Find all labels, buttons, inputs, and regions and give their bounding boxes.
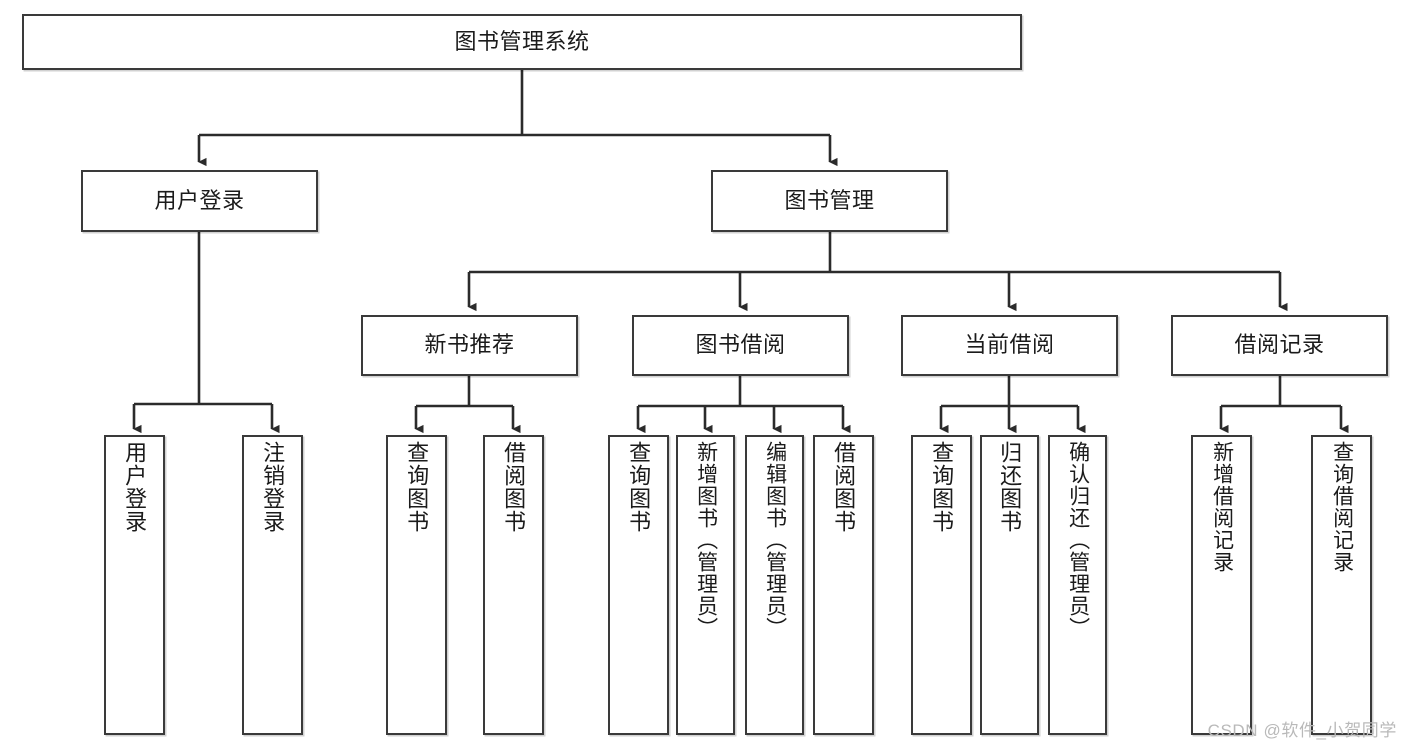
node-book-borrow[interactable]: 图书借阅 bbox=[632, 315, 849, 376]
watermark: CSDN @软件_小贺同学 bbox=[1207, 721, 1397, 740]
node-leaf-label: 新增图书（管理员） bbox=[694, 441, 718, 639]
node-book-manage-label: 图书管理 bbox=[784, 187, 875, 213]
node-leaf-label: 查询图书 bbox=[929, 441, 955, 533]
node-leaf-currentborrow-confirm[interactable]: 确认归还（管理员） bbox=[1048, 435, 1107, 735]
node-leaf-currentborrow-query[interactable]: 查询图书 bbox=[911, 435, 972, 735]
node-borrow-record[interactable]: 借阅记录 bbox=[1171, 315, 1388, 376]
node-root[interactable]: 图书管理系统 bbox=[22, 14, 1022, 70]
node-leaf-label: 注销登录 bbox=[260, 441, 286, 533]
node-leaf-label: 借阅图书 bbox=[831, 441, 857, 533]
node-leaf-newbook-borrow[interactable]: 借阅图书 bbox=[483, 435, 544, 735]
node-new-book-recommend-label: 新书推荐 bbox=[424, 332, 515, 358]
node-leaf-user-login-signin[interactable]: 用户登录 bbox=[104, 435, 165, 735]
node-root-label: 图书管理系统 bbox=[454, 28, 590, 54]
node-book-manage[interactable]: 图书管理 bbox=[711, 170, 948, 232]
node-leaf-label: 查询借阅记录 bbox=[1330, 441, 1354, 573]
node-user-login[interactable]: 用户登录 bbox=[81, 170, 318, 232]
node-current-borrow[interactable]: 当前借阅 bbox=[901, 315, 1118, 376]
node-leaf-label: 查询图书 bbox=[404, 441, 430, 533]
node-leaf-label: 新增借阅记录 bbox=[1210, 441, 1234, 573]
node-leaf-borrowrecord-query[interactable]: 查询借阅记录 bbox=[1311, 435, 1372, 735]
node-leaf-label: 用户登录 bbox=[122, 441, 148, 533]
node-leaf-label: 归还图书 bbox=[997, 441, 1023, 533]
node-new-book-recommend[interactable]: 新书推荐 bbox=[361, 315, 578, 376]
node-leaf-bookborrow-borrow[interactable]: 借阅图书 bbox=[813, 435, 874, 735]
node-leaf-currentborrow-return[interactable]: 归还图书 bbox=[980, 435, 1039, 735]
node-user-login-label: 用户登录 bbox=[154, 187, 245, 213]
node-leaf-bookborrow-edit[interactable]: 编辑图书（管理员） bbox=[745, 435, 804, 735]
node-borrow-record-label: 借阅记录 bbox=[1234, 332, 1325, 358]
node-book-borrow-label: 图书借阅 bbox=[695, 332, 786, 358]
node-leaf-borrowrecord-add[interactable]: 新增借阅记录 bbox=[1191, 435, 1252, 735]
node-leaf-bookborrow-query[interactable]: 查询图书 bbox=[608, 435, 669, 735]
node-leaf-label: 查询图书 bbox=[626, 441, 652, 533]
node-leaf-label: 确认归还（管理员） bbox=[1066, 441, 1090, 639]
node-current-borrow-label: 当前借阅 bbox=[964, 332, 1055, 358]
node-leaf-label: 编辑图书（管理员） bbox=[763, 441, 787, 639]
node-leaf-label: 借阅图书 bbox=[501, 441, 527, 533]
node-leaf-user-login-signout[interactable]: 注销登录 bbox=[242, 435, 303, 735]
node-leaf-newbook-query[interactable]: 查询图书 bbox=[386, 435, 447, 735]
node-leaf-bookborrow-add[interactable]: 新增图书（管理员） bbox=[676, 435, 735, 735]
